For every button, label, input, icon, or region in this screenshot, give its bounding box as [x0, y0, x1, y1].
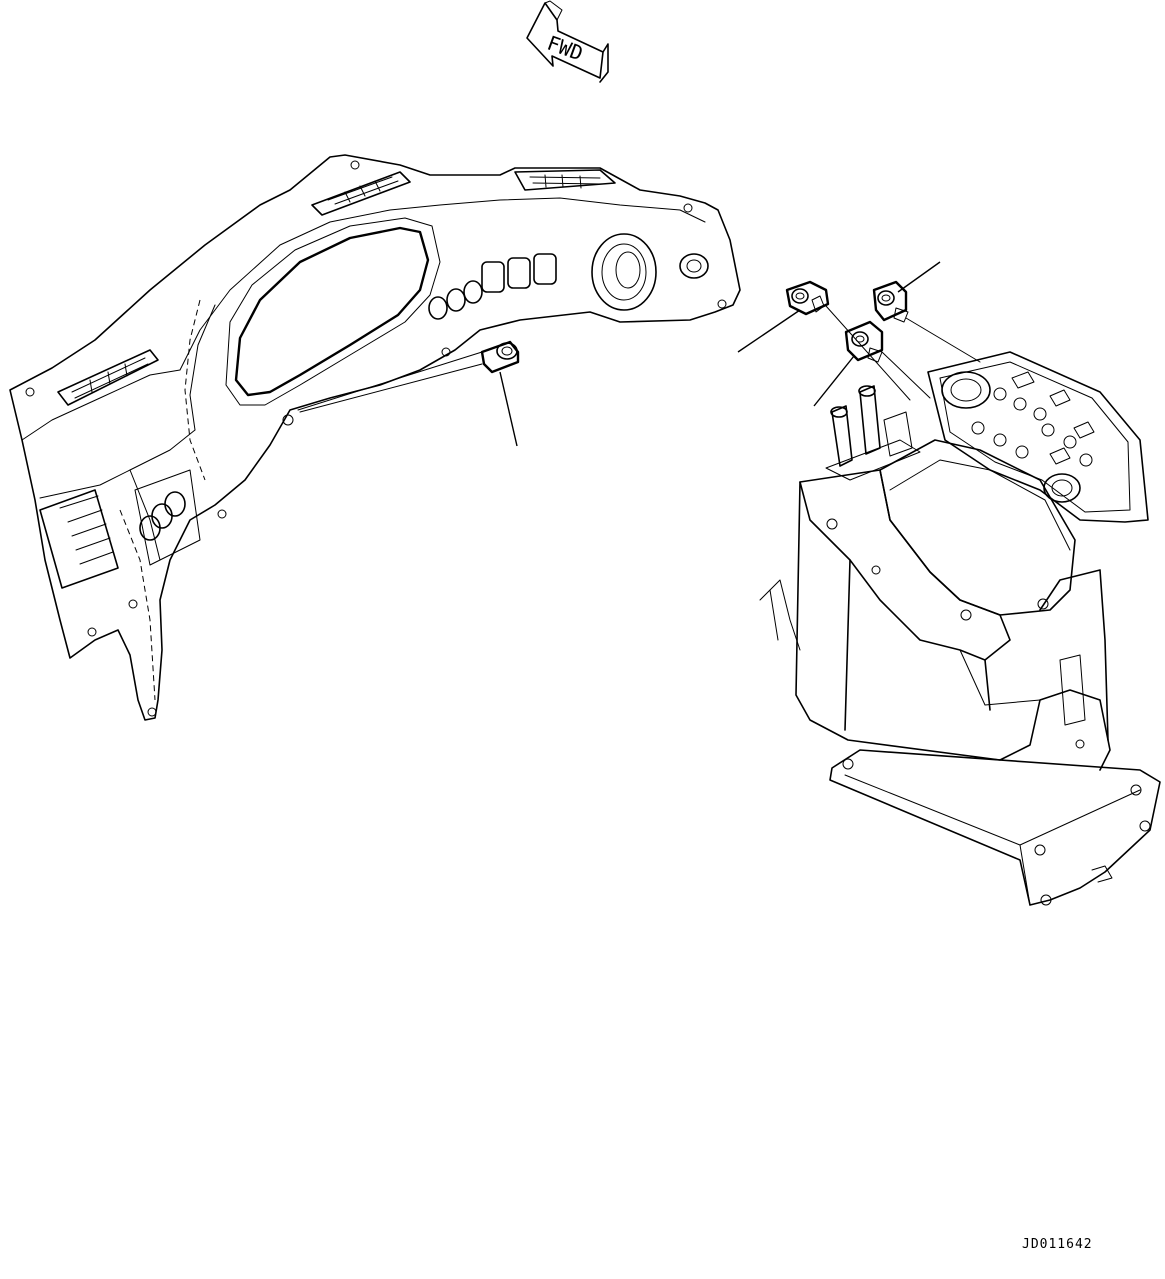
- switch-part-1: [785, 280, 830, 316]
- front-instrument-panel: [9, 154, 741, 721]
- fwd-label: FWD: [544, 31, 586, 66]
- leader-line: [737, 309, 801, 353]
- leader-line: [813, 355, 855, 407]
- leader-line: [897, 261, 941, 293]
- leader-line: [499, 371, 518, 447]
- drawing-code: JD011642: [1022, 1237, 1093, 1252]
- fwd-arrow-icon: FWD: [526, 0, 609, 83]
- switch-part-2: [872, 280, 909, 323]
- switch-part-3: [844, 320, 884, 363]
- side-control-console: [759, 351, 1161, 906]
- switch-part-left: [297, 340, 520, 413]
